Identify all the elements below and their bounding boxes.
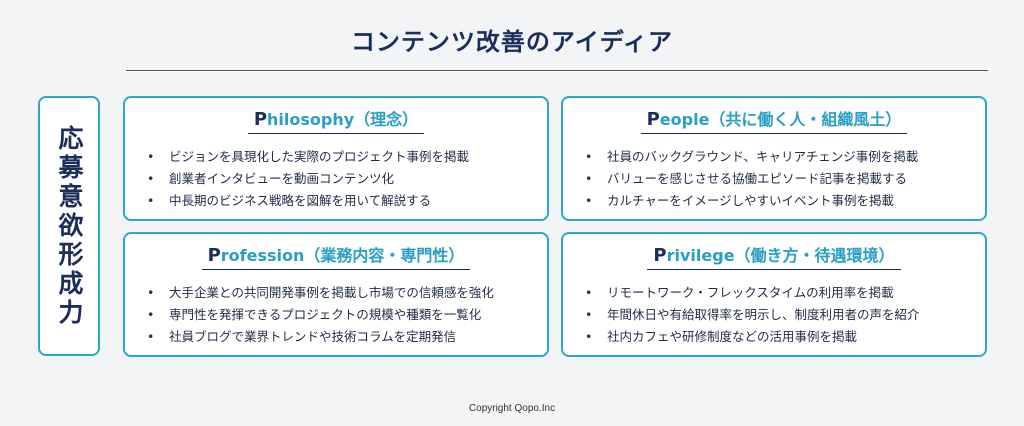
side-label-box: 応募意欲形成力 bbox=[38, 96, 100, 356]
card-privilege: Privilege（働き方・待遇環境） • リモートワーク・フレックスタイムの利用… bbox=[561, 232, 987, 357]
card-heading-text: Privilege（働き方・待遇環境） bbox=[647, 242, 901, 270]
bullet: • bbox=[147, 329, 155, 344]
bullet: • bbox=[585, 307, 593, 322]
item-text: 年間休日や有給取得率を明示し、制度利用者の声を紹介 bbox=[607, 307, 920, 322]
list-item: • 社員のバックグラウンド、キャリアチェンジ事例を掲載 bbox=[585, 146, 918, 168]
idea-list: • 社員のバックグラウンド、キャリアチェンジ事例を掲載 • バリューを感じさせる協働… bbox=[585, 146, 918, 212]
heading-rest: eople（共に働く人・組織風土） bbox=[659, 110, 902, 129]
card-heading-text: Philosophy（理念） bbox=[247, 106, 425, 134]
bullet: • bbox=[147, 307, 155, 322]
list-item: • 専門性を発揮できるプロジェクトの規模や種類を一覧化 bbox=[147, 304, 494, 326]
list-item: • 中長期のビジネス戦略を図解を用いて解説する bbox=[147, 190, 469, 212]
copyright-footer: Copyright Qopo.Inc bbox=[468, 403, 556, 414]
bullet: • bbox=[585, 285, 593, 300]
card-heading-text: People（共に働く人・組織風土） bbox=[640, 106, 908, 134]
item-text: 創業者インタビューを動画コンテンツ化 bbox=[169, 171, 395, 186]
card-heading-text: Profession（業務内容・専門性） bbox=[201, 242, 471, 270]
card-heading: Profession（業務内容・専門性） bbox=[125, 242, 547, 270]
page-title: コンテンツ改善のアイディア bbox=[350, 28, 674, 56]
item-text: カルチャーをイメージしやすいイベント事例を掲載 bbox=[607, 193, 895, 208]
card-heading: Philosophy（理念） bbox=[125, 106, 547, 134]
item-text: 専門性を発揮できるプロジェクトの規模や種類を一覧化 bbox=[169, 307, 482, 322]
item-text: 大手企業との共同開発事例を掲載し市場での信頼感を強化 bbox=[169, 285, 494, 300]
card-people: People（共に働く人・組織風土） • 社員のバックグラウンド、キャリアチェンジ… bbox=[561, 96, 987, 221]
list-item: • バリューを感じさせる協働エピソード記事を掲載する bbox=[585, 168, 918, 190]
bullet: • bbox=[147, 285, 155, 300]
heading-initial: P bbox=[207, 245, 221, 266]
item-text: 社員ブログで業界トレンドや技術コラムを定期発信 bbox=[169, 329, 457, 344]
heading-initial: P bbox=[646, 109, 660, 130]
list-item: • 社員ブログで業界トレンドや技術コラムを定期発信 bbox=[147, 326, 494, 348]
card-philosophy: Philosophy（理念） • ビジョンを具現化した実際のプロジェクト事例を掲載… bbox=[123, 96, 549, 221]
heading-rest: rofession（業務内容・専門性） bbox=[220, 246, 465, 265]
heading-rest: hilosophy（理念） bbox=[267, 110, 419, 129]
card-profession: Profession（業務内容・専門性） • 大手企業との共同開発事例を掲載し市場… bbox=[123, 232, 549, 357]
list-item: • 年間休日や有給取得率を明示し、制度利用者の声を紹介 bbox=[585, 304, 920, 326]
item-text: 社員のバックグラウンド、キャリアチェンジ事例を掲載 bbox=[607, 149, 919, 164]
bullet: • bbox=[585, 149, 593, 164]
title-divider bbox=[126, 70, 988, 71]
bullet: • bbox=[147, 149, 155, 164]
item-text: バリューを感じさせる協働エピソード記事を掲載する bbox=[607, 171, 908, 186]
list-item: • リモートワーク・フレックスタイムの利用率を掲載 bbox=[585, 282, 920, 304]
item-text: 中長期のビジネス戦略を図解を用いて解説する bbox=[169, 193, 432, 208]
item-text: 社内カフェや研修制度などの活用事例を掲載 bbox=[607, 329, 858, 344]
list-item: • 創業者インタビューを動画コンテンツ化 bbox=[147, 168, 469, 190]
list-item: • ビジョンを具現化した実際のプロジェクト事例を掲載 bbox=[147, 146, 469, 168]
bullet: • bbox=[147, 171, 155, 186]
bullet: • bbox=[585, 171, 593, 186]
idea-list: • ビジョンを具現化した実際のプロジェクト事例を掲載 • 創業者インタビューを動画コ… bbox=[147, 146, 469, 212]
bullet: • bbox=[585, 329, 593, 344]
item-text: ビジョンを具現化した実際のプロジェクト事例を掲載 bbox=[169, 149, 470, 164]
list-item: • 大手企業との共同開発事例を掲載し市場での信頼感を強化 bbox=[147, 282, 494, 304]
card-heading: People（共に働く人・組織風土） bbox=[563, 106, 985, 134]
bullet: • bbox=[585, 193, 593, 208]
idea-list: • リモートワーク・フレックスタイムの利用率を掲載 • 年間休日や有給取得率を明示し… bbox=[585, 282, 920, 348]
bullet: • bbox=[147, 193, 155, 208]
heading-initial: P bbox=[653, 245, 667, 266]
heading-initial: P bbox=[253, 109, 268, 130]
item-text: リモートワーク・フレックスタイムの利用率を掲載 bbox=[607, 285, 894, 300]
idea-list: • 大手企業との共同開発事例を掲載し市場での信頼感を強化 • 専門性を発揮できるプロ… bbox=[147, 282, 494, 348]
list-item: • 社内カフェや研修制度などの活用事例を掲載 bbox=[585, 326, 920, 348]
heading-rest: rivilege（働き方・待遇環境） bbox=[666, 246, 895, 265]
card-heading: Privilege（働き方・待遇環境） bbox=[563, 242, 985, 270]
list-item: • カルチャーをイメージしやすいイベント事例を掲載 bbox=[585, 190, 918, 212]
side-label: 応募意欲形成力 bbox=[55, 124, 84, 328]
